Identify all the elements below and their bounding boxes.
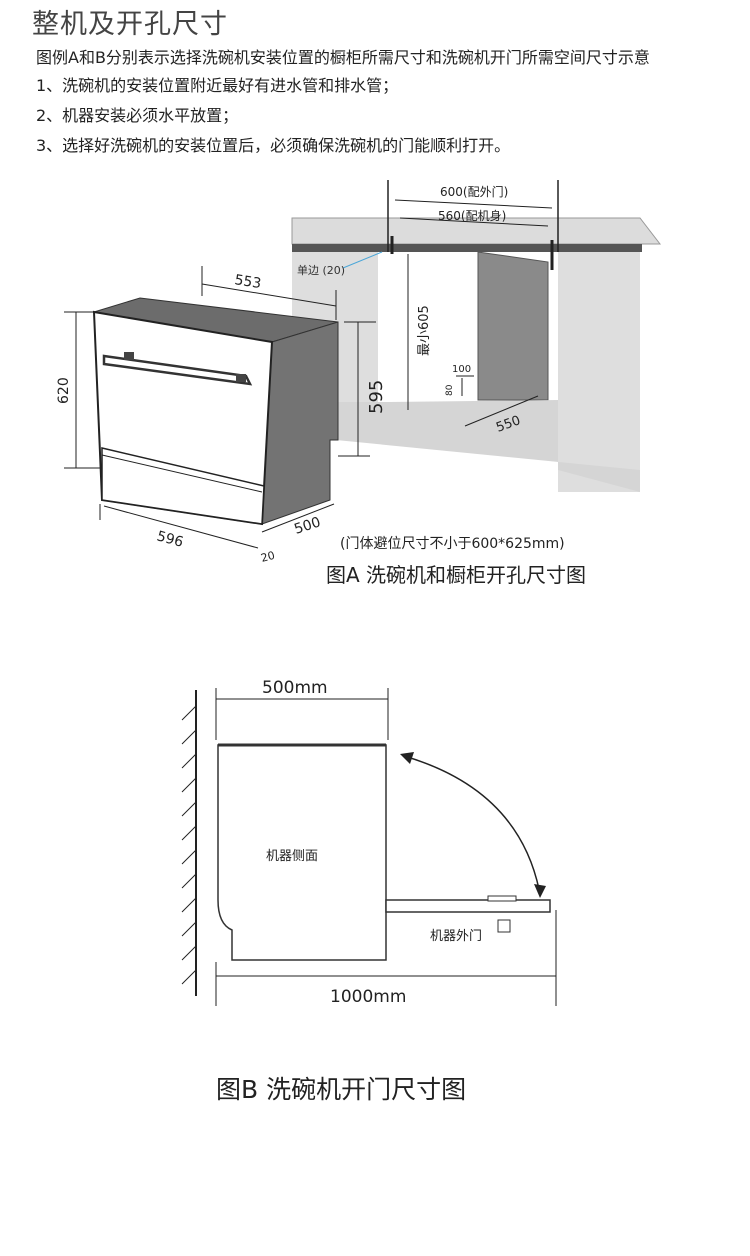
dim-door-gap: 20: [259, 549, 276, 565]
cabinet-right-panel: [558, 252, 640, 492]
dim-total-1000: 1000mm: [330, 987, 406, 1007]
machine-side: [217, 744, 387, 961]
dim-height-left: 620: [56, 377, 72, 404]
intro-text: 图例A和B分别表示选择洗碗机安装位置的橱柜所需尺寸和洗碗机开门所需空间尺寸示意: [36, 48, 650, 67]
dishwasher-handle[interactable]: [102, 354, 253, 386]
figure-b-caption: 图B 洗碗机开门尺寸图: [216, 1075, 466, 1104]
dim-body-height: 595: [366, 380, 387, 414]
dim-depth-top: 553: [233, 272, 262, 292]
page-title: 整机及开孔尺寸: [32, 9, 228, 40]
figure-a-caption: 图A 洗碗机和橱柜开孔尺寸图: [326, 563, 586, 587]
dim-depth-side: 500: [292, 514, 322, 537]
dim-pipe-width: 100: [452, 364, 471, 375]
note-3: 3、选择好洗碗机的安装位置后，必须确保洗碗机的门能顺利打开。: [36, 136, 511, 155]
dim-single-side: 单边 (20): [297, 264, 345, 277]
door-hinge: [497, 919, 511, 933]
dim-pipe-height: 80: [445, 384, 455, 396]
dim-inner-body: 560(配机身): [438, 208, 506, 223]
note-1: 1、洗碗机的安装位置附近最好有进水管和排水管；: [36, 76, 399, 95]
cabinet-counter-edge: [292, 244, 642, 252]
figure-a-diagram: 600(配外门) 560(配机身) 单边 (20) 最小605 100 80 5…: [56, 180, 662, 587]
dim-min-height: 最小605: [417, 305, 432, 356]
wall-hatch: [181, 705, 197, 985]
machine-door[interactable]: [385, 899, 551, 913]
cabinet-back-wall: [477, 251, 549, 401]
dim-outer-door: 600(配外门): [440, 184, 508, 199]
cabinet-floor: [336, 400, 640, 492]
machine-side-label: 机器侧面: [266, 849, 318, 864]
cabinet-countertop: [291, 217, 662, 245]
door-swing-arc: [403, 755, 541, 895]
dim-width-bottom: 596: [155, 528, 185, 550]
note-2: 2、机器安装必须水平放置；: [36, 106, 239, 125]
door-clearance-note: (门体避位尺寸不小于600*625mm): [340, 536, 565, 552]
machine-door-label: 机器外门: [430, 929, 482, 944]
dim-depth-500: 500mm: [262, 678, 328, 698]
